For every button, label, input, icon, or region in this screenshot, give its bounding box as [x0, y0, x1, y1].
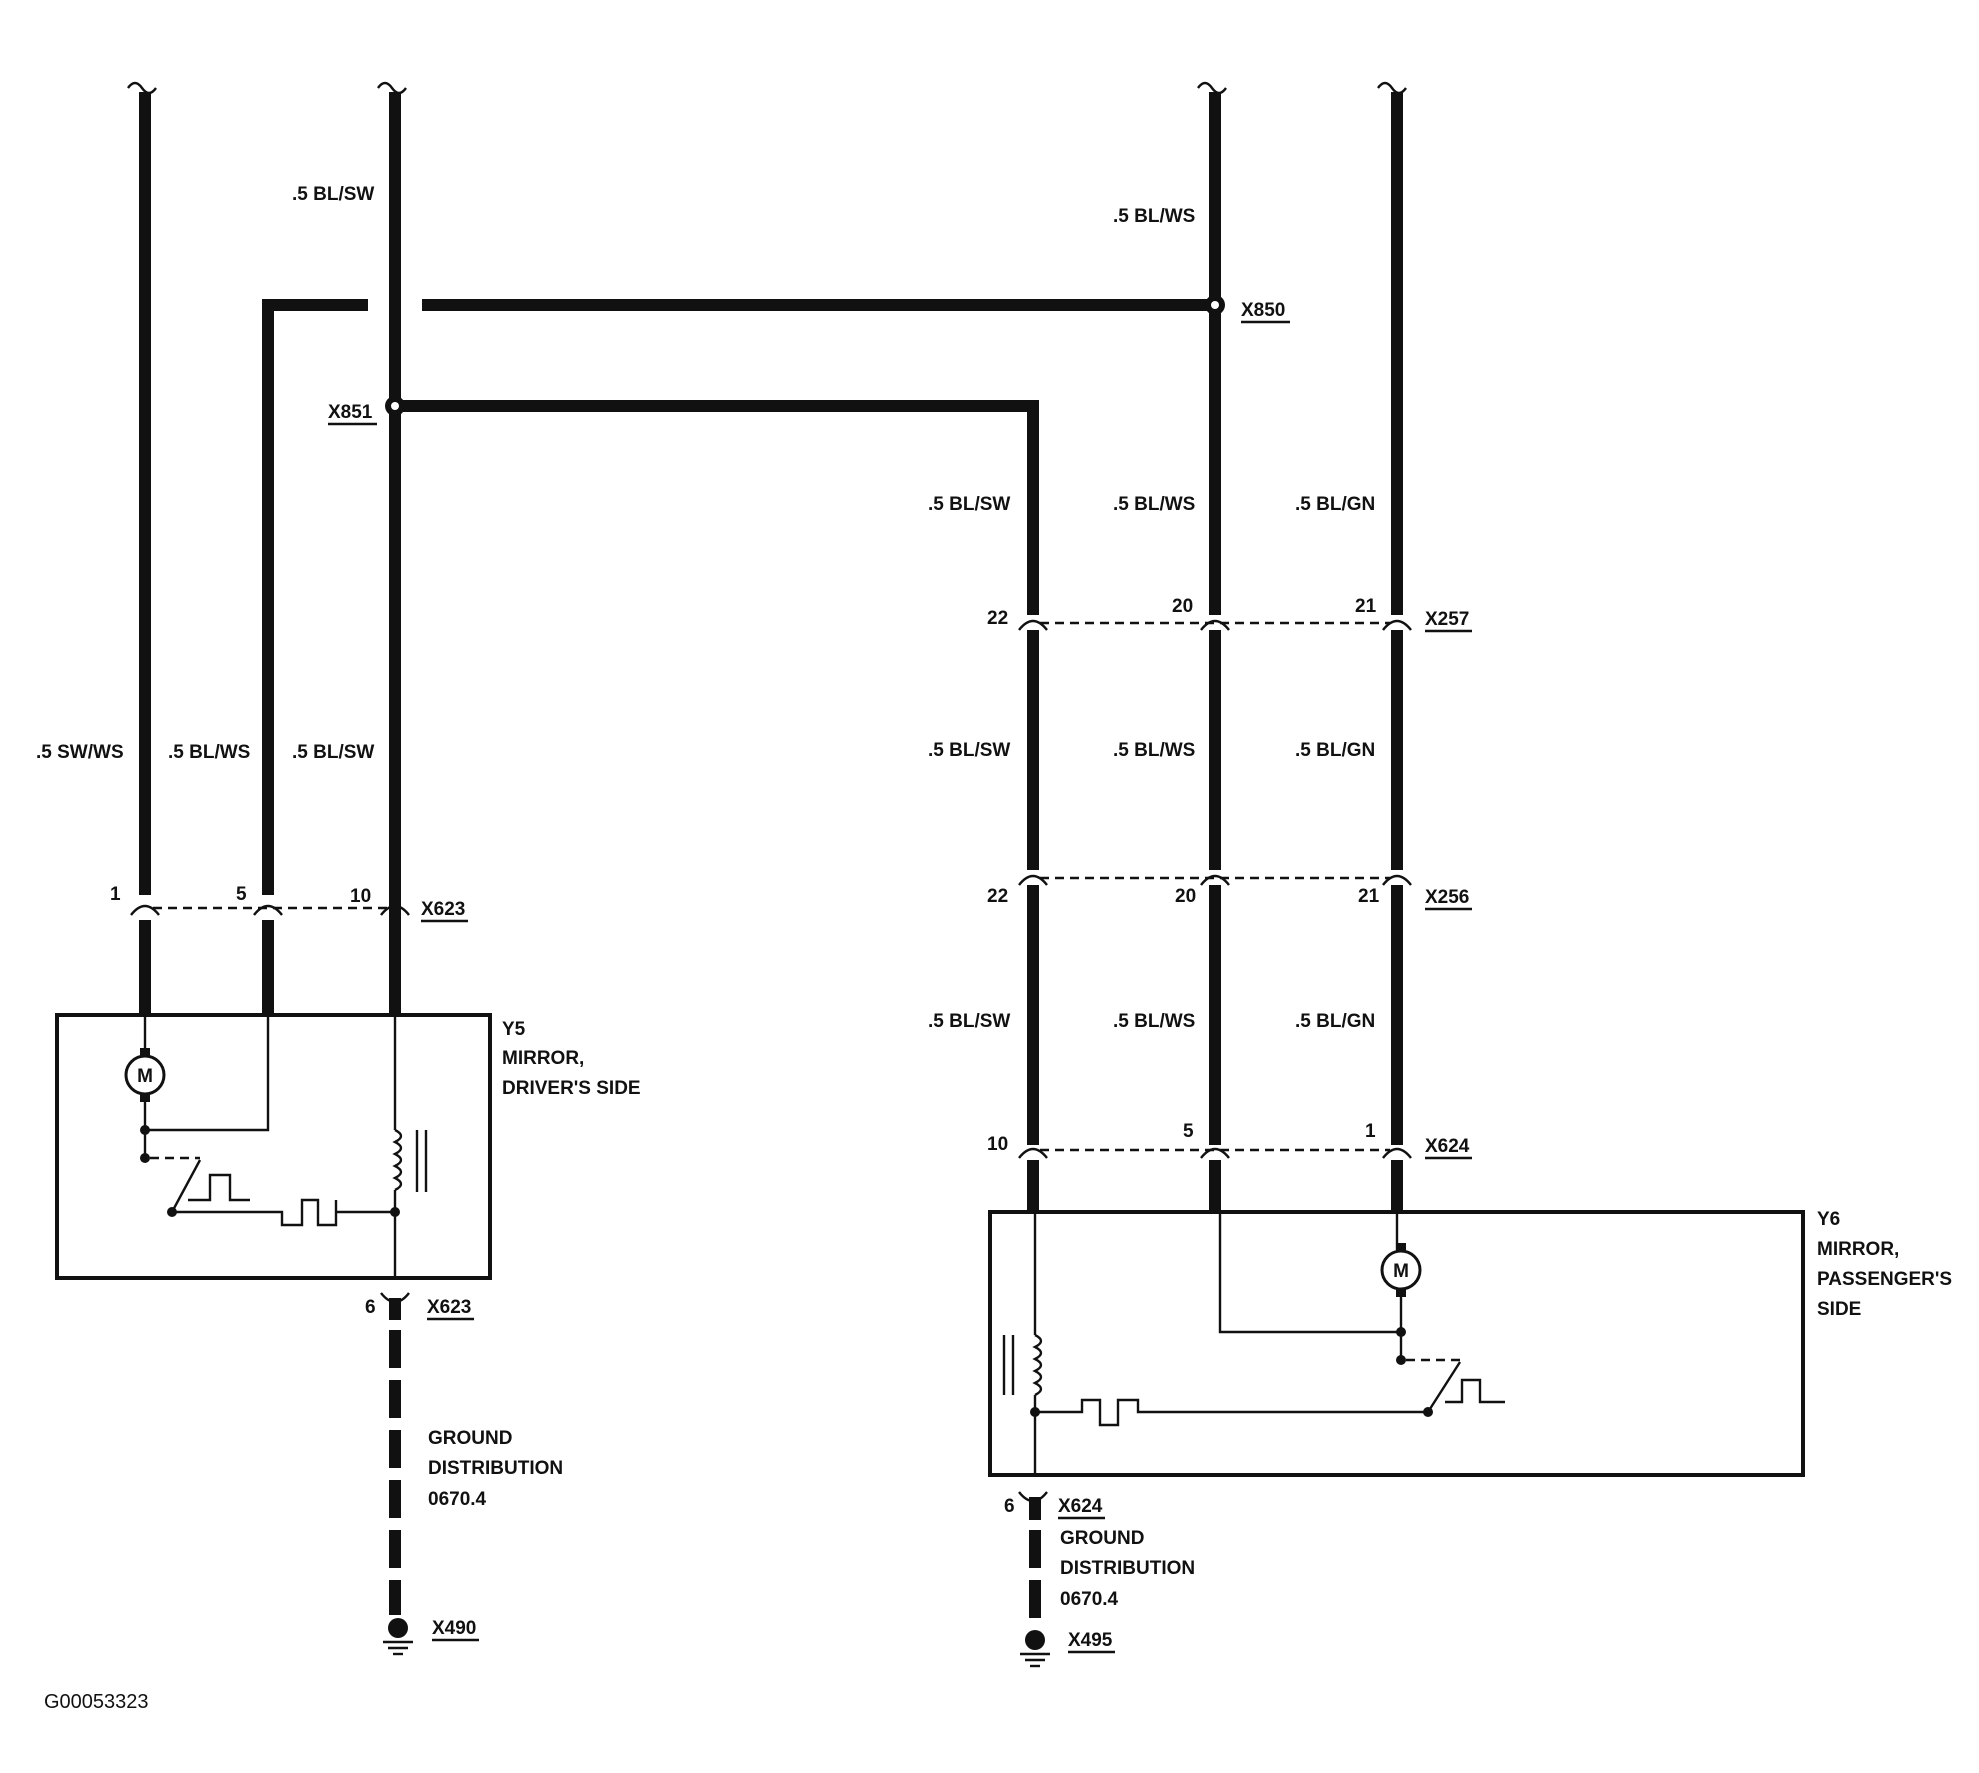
connector-label-x623: X623	[427, 1297, 471, 1318]
ground-point-x490: X490	[432, 1618, 476, 1639]
pin-label: 10	[987, 1134, 1008, 1155]
wire-label-bl-ws: .5 BL/WS	[1113, 206, 1195, 227]
pin-label: 20	[1175, 886, 1196, 907]
component-y5-mirror-driver: M	[55, 1013, 492, 1280]
pin-label: 5	[1183, 1121, 1194, 1142]
wire-label-bl-ws: .5 BL/WS	[168, 742, 250, 763]
connector-x624-top	[1018, 1147, 1412, 1159]
splice-x851	[385, 396, 405, 416]
wire-label-bl-sw: .5 BL/SW	[292, 742, 374, 763]
wire-label-sw-ws: .5 SW/WS	[36, 742, 124, 763]
pin-label: 21	[1355, 596, 1377, 617]
ground-icon	[1020, 1630, 1050, 1668]
component-id-y5: Y5	[502, 1019, 526, 1040]
connector-x623-top	[130, 904, 410, 1015]
right-wires	[1027, 92, 1403, 1212]
component-name-line: PASSENGER'S	[1817, 1269, 1952, 1290]
splice-x850	[1205, 295, 1225, 315]
component-id-y6: Y6	[1817, 1209, 1840, 1230]
left-wires	[139, 92, 1213, 1015]
wire-label-bl-sw: .5 BL/SW	[292, 184, 374, 205]
wire-label-bl-sw: .5 BL/SW	[928, 740, 1010, 761]
component-name-line: SIDE	[1817, 1299, 1861, 1320]
pin-label: 20	[1172, 596, 1193, 617]
pin-label: 1	[1365, 1121, 1376, 1142]
wire-label-bl-gn: .5 BL/GN	[1295, 494, 1375, 515]
ground-label-line: 0670.4	[428, 1489, 487, 1510]
pin-label: 22	[987, 608, 1008, 629]
ground-label-line: GROUND	[428, 1428, 512, 1449]
component-y6-mirror-passenger: M	[988, 1210, 1805, 1477]
pin-label: 1	[110, 884, 121, 905]
connector-x257	[1018, 619, 1412, 631]
wire-label-bl-sw: .5 BL/SW	[928, 1011, 1010, 1032]
wire-label-bl-gn: .5 BL/GN	[1295, 1011, 1375, 1032]
component-name-line: DRIVER'S SIDE	[502, 1078, 641, 1099]
svg-text:M: M	[137, 1066, 153, 1087]
connector-x256	[1018, 874, 1412, 886]
ground-point-x495: X495	[1068, 1630, 1113, 1651]
connector-label-x624: X624	[1425, 1136, 1470, 1157]
pin-label: 6	[365, 1297, 376, 1318]
right-ground-run	[1018, 1491, 1050, 1668]
motor-icon: M	[124, 1048, 166, 1102]
connector-label-x256: X256	[1425, 887, 1469, 908]
component-name-line: MIRROR,	[502, 1048, 584, 1069]
ground-label-line: DISTRIBUTION	[1060, 1558, 1195, 1579]
pin-label: 6	[1004, 1496, 1015, 1517]
connector-label-x623: X623	[421, 899, 465, 920]
ground-icon	[383, 1618, 413, 1656]
wire-label-bl-sw: .5 BL/SW	[928, 494, 1010, 515]
connector-label-x257: X257	[1425, 609, 1469, 630]
wire-label-bl-gn: .5 BL/GN	[1295, 740, 1375, 761]
wire-label-bl-ws: .5 BL/WS	[1113, 740, 1195, 761]
left-ground-run	[380, 1292, 413, 1656]
motor-icon: M	[1380, 1243, 1422, 1297]
wire-label-bl-ws: .5 BL/WS	[1113, 1011, 1195, 1032]
pin-label: 5	[236, 884, 247, 905]
pin-label: 22	[987, 886, 1008, 907]
pin-label: 10	[350, 886, 371, 907]
splice-label-x850: X850	[1241, 300, 1285, 321]
component-name-line: MIRROR,	[1817, 1239, 1899, 1260]
splice-label-x851: X851	[328, 402, 373, 423]
svg-text:M: M	[1393, 1261, 1409, 1282]
ground-label-line: 0670.4	[1060, 1589, 1119, 1610]
pin-label: 21	[1358, 886, 1380, 907]
connector-label-x624: X624	[1058, 1496, 1103, 1517]
diagram-id: G00053323	[44, 1691, 149, 1713]
wire-continuation-marks	[127, 81, 1407, 95]
ground-label-line: DISTRIBUTION	[428, 1458, 563, 1479]
wire-label-bl-ws: .5 BL/WS	[1113, 494, 1195, 515]
ground-label-line: GROUND	[1060, 1528, 1144, 1549]
